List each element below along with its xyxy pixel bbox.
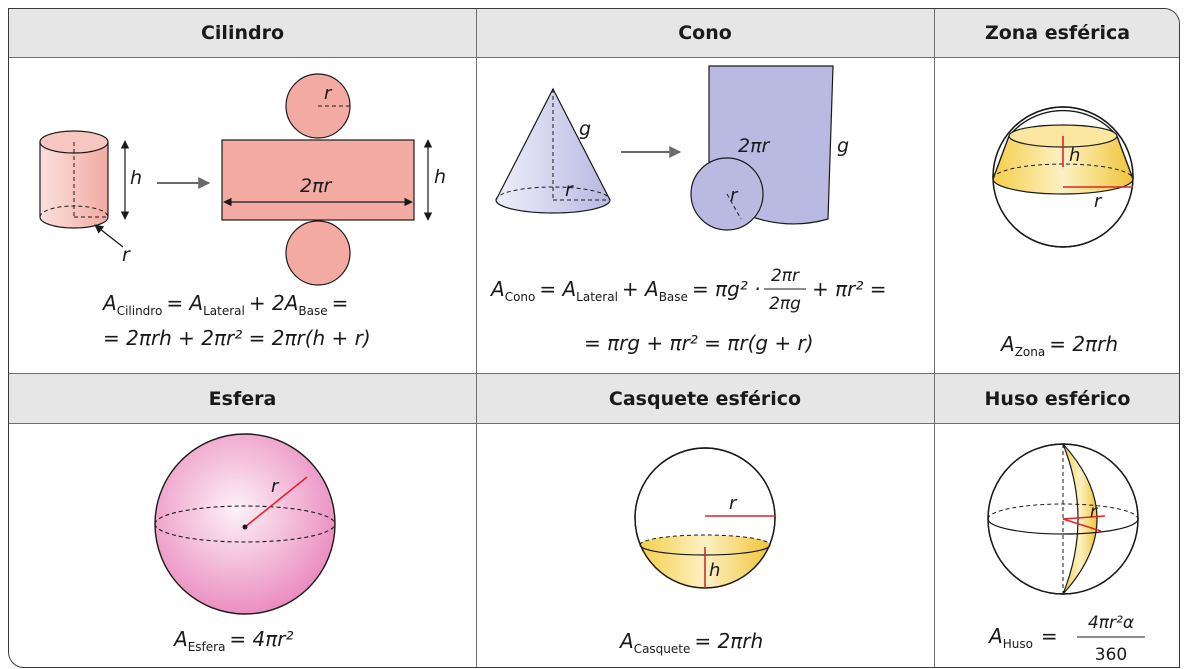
spherical-cap-figure xyxy=(634,447,776,590)
header-cilindro: Cilindro xyxy=(9,9,476,58)
cono-formula-end: + πr² = xyxy=(812,277,887,301)
cone-r-label: r xyxy=(565,179,574,201)
net-2pir-label: 2πr xyxy=(300,175,333,197)
casquete-h-label: h xyxy=(709,560,720,581)
header-casquete-esferico: Casquete esférico xyxy=(476,373,934,424)
cono-frac-den: 2πg xyxy=(769,294,801,314)
cylinder-figure xyxy=(39,130,130,248)
cilindro-formula-line2: = 2πrh + 2πr² = 2πr(h + r) xyxy=(103,326,371,350)
spherical-lune-figure xyxy=(987,443,1139,595)
huso-formula: AHuso= xyxy=(987,624,1058,651)
column-divider xyxy=(476,9,477,667)
zona-r-label: r xyxy=(1094,191,1103,212)
zona-formula: AZona= 2πrh xyxy=(999,332,1118,359)
sphere-zone-figure xyxy=(992,106,1134,248)
zona-h-label: h xyxy=(1069,145,1080,166)
cone-net-g-label: g xyxy=(837,135,849,157)
net-r-label: r xyxy=(324,83,333,104)
cilindro-formula-line1: ACilindro= ALateral+ 2ABase= xyxy=(101,291,348,318)
header-zona-esferica: Zona esférica xyxy=(934,9,1179,58)
net-h-label: h xyxy=(434,166,446,188)
huso-frac-num: 4πr²α xyxy=(1088,613,1134,633)
figures-canvas: h r r 2πr h ACilindro= ALateral+ 2ABase=… xyxy=(39,65,1145,665)
esfera-r-label: r xyxy=(271,476,280,497)
header-cono: Cono xyxy=(476,9,934,58)
cylinder-net xyxy=(221,73,433,286)
sphere-figure xyxy=(154,433,336,615)
cono-frac-num: 2πr xyxy=(771,266,800,286)
huso-frac-den: 360 xyxy=(1095,645,1127,665)
cono-formula-line1: ACono= ALateral+ ABase= πg² · xyxy=(489,277,761,304)
cylinder-r-label: r xyxy=(122,244,131,266)
cono-formula-line2: = πrg + πr² = πr(g + r) xyxy=(584,331,814,355)
cone-figure xyxy=(495,87,611,214)
cone-net-2pir-label: 2πr xyxy=(738,135,771,157)
casquete-r-label: r xyxy=(729,493,738,514)
huso-r-label: r xyxy=(1090,502,1098,522)
esfera-formula: AEsfera= 4πr² xyxy=(172,627,294,654)
cone-net-r-label: r xyxy=(730,185,739,206)
cone-g-label: g xyxy=(579,118,591,140)
formula-table: Cilindro Cono Zona esférica Esfera Casqu… xyxy=(8,8,1180,668)
cone-net xyxy=(690,65,834,231)
casquete-formula: ACasquete= 2πrh xyxy=(618,629,763,656)
header-esfera: Esfera xyxy=(9,373,476,424)
column-divider xyxy=(934,9,935,667)
header-huso-esferico: Huso esférico xyxy=(934,373,1179,424)
cylinder-h-label: h xyxy=(130,167,142,189)
